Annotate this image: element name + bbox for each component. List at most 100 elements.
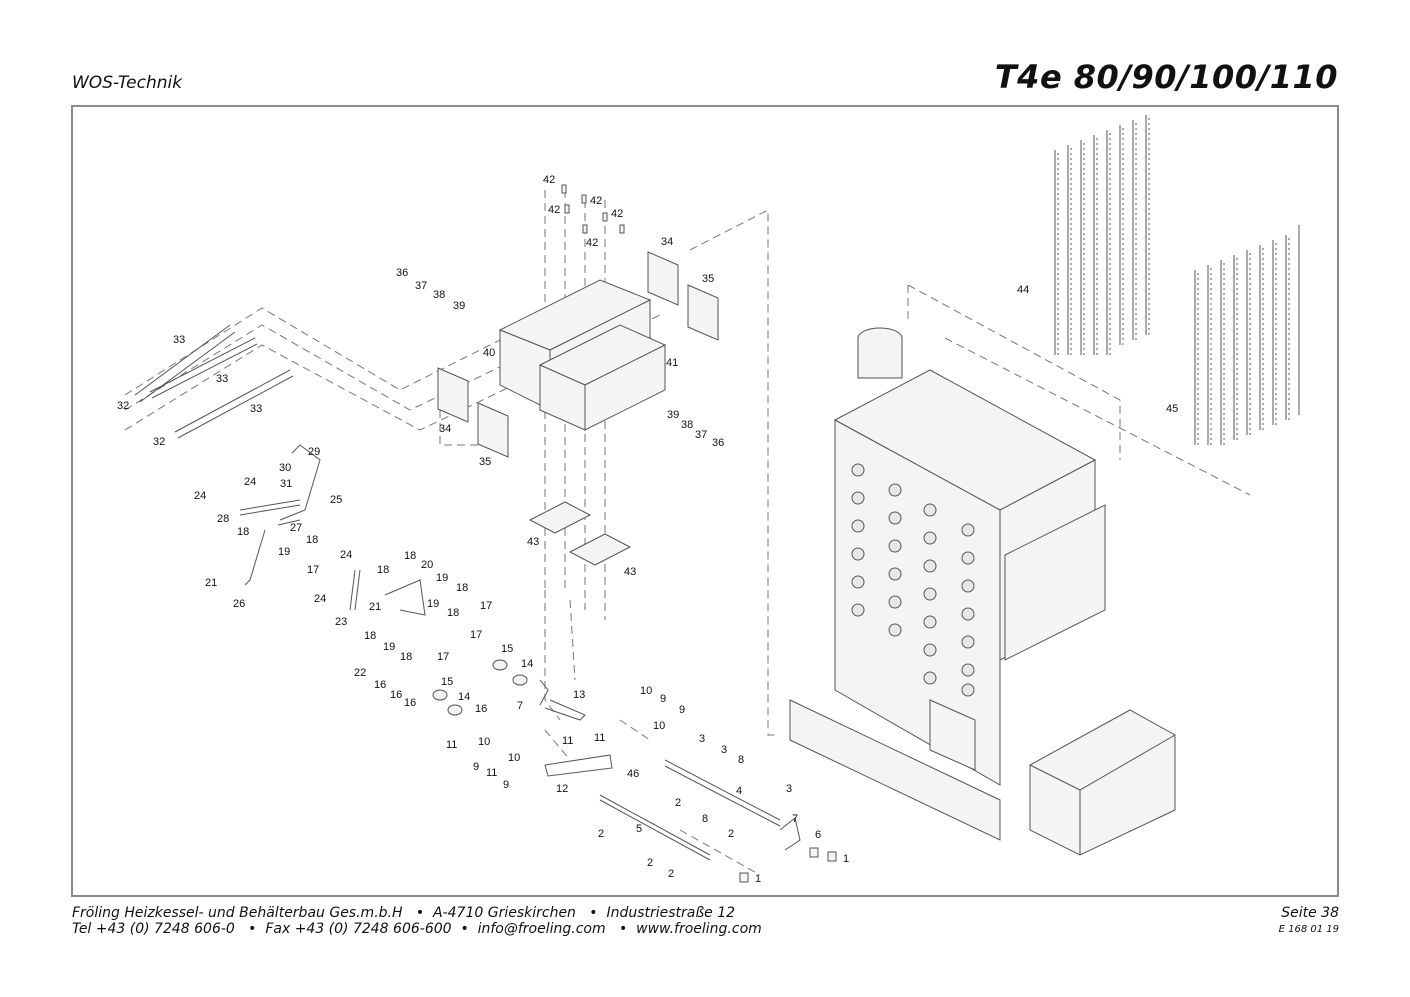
callout: 18	[377, 564, 389, 576]
section-title: WOS-Technik	[72, 73, 183, 93]
callout: 19	[383, 641, 395, 653]
callout: 3	[721, 744, 727, 756]
callout: 10	[478, 736, 490, 748]
callout: 32	[153, 436, 165, 448]
callout: 41	[666, 357, 678, 369]
callout: 2	[598, 828, 604, 840]
callout: 10	[653, 720, 665, 732]
callout: 43	[527, 536, 539, 548]
callout: 7	[517, 700, 523, 712]
callout: 37	[695, 429, 707, 441]
callout: 20	[421, 559, 433, 571]
callout: 8	[738, 754, 744, 766]
document-code: E 168 01 19	[1278, 924, 1339, 935]
callout: 3	[699, 733, 705, 745]
callout: 9	[660, 693, 666, 705]
callout: 16	[390, 689, 402, 701]
callout: 2	[668, 868, 674, 880]
callout: 36	[396, 267, 408, 279]
callout: 27	[290, 522, 302, 534]
callout: 38	[433, 289, 445, 301]
callout: 8	[702, 813, 708, 825]
callout: 15	[501, 643, 513, 655]
cleaning-springs-45	[1194, 225, 1300, 445]
callout: 17	[437, 651, 449, 663]
side-plates	[437, 251, 719, 458]
callout: 17	[307, 564, 319, 576]
callout: 38	[681, 419, 693, 431]
callout: 42	[586, 237, 598, 249]
callout: 2	[728, 828, 734, 840]
boiler-body	[789, 327, 1176, 856]
callout: 19	[436, 572, 448, 584]
callout: 30	[279, 462, 291, 474]
callout: 40	[483, 347, 495, 359]
callout: 2	[647, 857, 653, 869]
callout: 1	[843, 853, 849, 865]
callout: 24	[314, 593, 326, 605]
footer-contact-line: Tel +43 (0) 7248 606-0 • Fax +43 (0) 724…	[72, 921, 762, 937]
callout: 9	[679, 704, 685, 716]
callout: 16	[475, 703, 487, 715]
callout: 39	[453, 300, 465, 312]
page-number: Seite 38	[1281, 905, 1339, 921]
callout: 35	[702, 273, 714, 285]
callout: 12	[556, 783, 568, 795]
callout: 16	[374, 679, 386, 691]
callout: 21	[369, 601, 381, 613]
callout: 18	[400, 651, 412, 663]
callout: 2	[675, 797, 681, 809]
drawing-frame	[71, 105, 1339, 897]
callout: 22	[354, 667, 366, 679]
callout: 44	[1017, 284, 1029, 296]
callout: 39	[667, 409, 679, 421]
callout: 33	[250, 403, 262, 415]
callout: 28	[217, 513, 229, 525]
cleaning-springs-44	[1054, 115, 1150, 355]
callout: 16	[404, 697, 416, 709]
callout: 10	[640, 685, 652, 697]
model-title: T4e 80/90/100/110	[994, 58, 1338, 96]
callout: 3	[786, 783, 792, 795]
callout: 31	[280, 478, 292, 490]
callout: 17	[480, 600, 492, 612]
callout: 18	[306, 534, 318, 546]
callout: 18	[237, 526, 249, 538]
callout: 15	[441, 676, 453, 688]
callout: 42	[590, 195, 602, 207]
carriers-43	[528, 501, 632, 566]
bolts-42	[561, 184, 625, 234]
callout: 34	[439, 423, 451, 435]
callout: 24	[340, 549, 352, 561]
callout: 11	[562, 735, 573, 747]
callout: 7	[792, 813, 798, 825]
callout: 33	[173, 334, 185, 346]
callout: 29	[308, 446, 320, 458]
callout: 25	[330, 494, 342, 506]
callout: 21	[205, 577, 217, 589]
callout: 5	[636, 823, 642, 835]
callout: 4	[736, 785, 742, 797]
callout: 13	[573, 689, 585, 701]
callout: 1	[755, 873, 761, 885]
callout: 18	[364, 630, 376, 642]
callout: 11	[486, 767, 497, 779]
callout: 32	[117, 400, 129, 412]
callout: 14	[458, 691, 470, 703]
callout: 18	[404, 550, 416, 562]
lever-mechanism	[239, 444, 613, 777]
callout: 6	[815, 829, 821, 841]
callout: 18	[456, 582, 468, 594]
callout: 9	[473, 761, 479, 773]
footer-company-line: Fröling Heizkessel- und Behälterbau Ges.…	[72, 905, 736, 921]
callout: 35	[479, 456, 491, 468]
callout: 34	[661, 236, 673, 248]
callout: 24	[194, 490, 206, 502]
callout: 17	[470, 629, 482, 641]
callout: 42	[611, 208, 623, 220]
callout: 14	[521, 658, 533, 670]
callout-labels: 42 42 42 42 42 34 35 36 37 38 39 40 41 3…	[117, 174, 1178, 885]
callout: 26	[233, 598, 245, 610]
callout: 46	[627, 768, 639, 780]
